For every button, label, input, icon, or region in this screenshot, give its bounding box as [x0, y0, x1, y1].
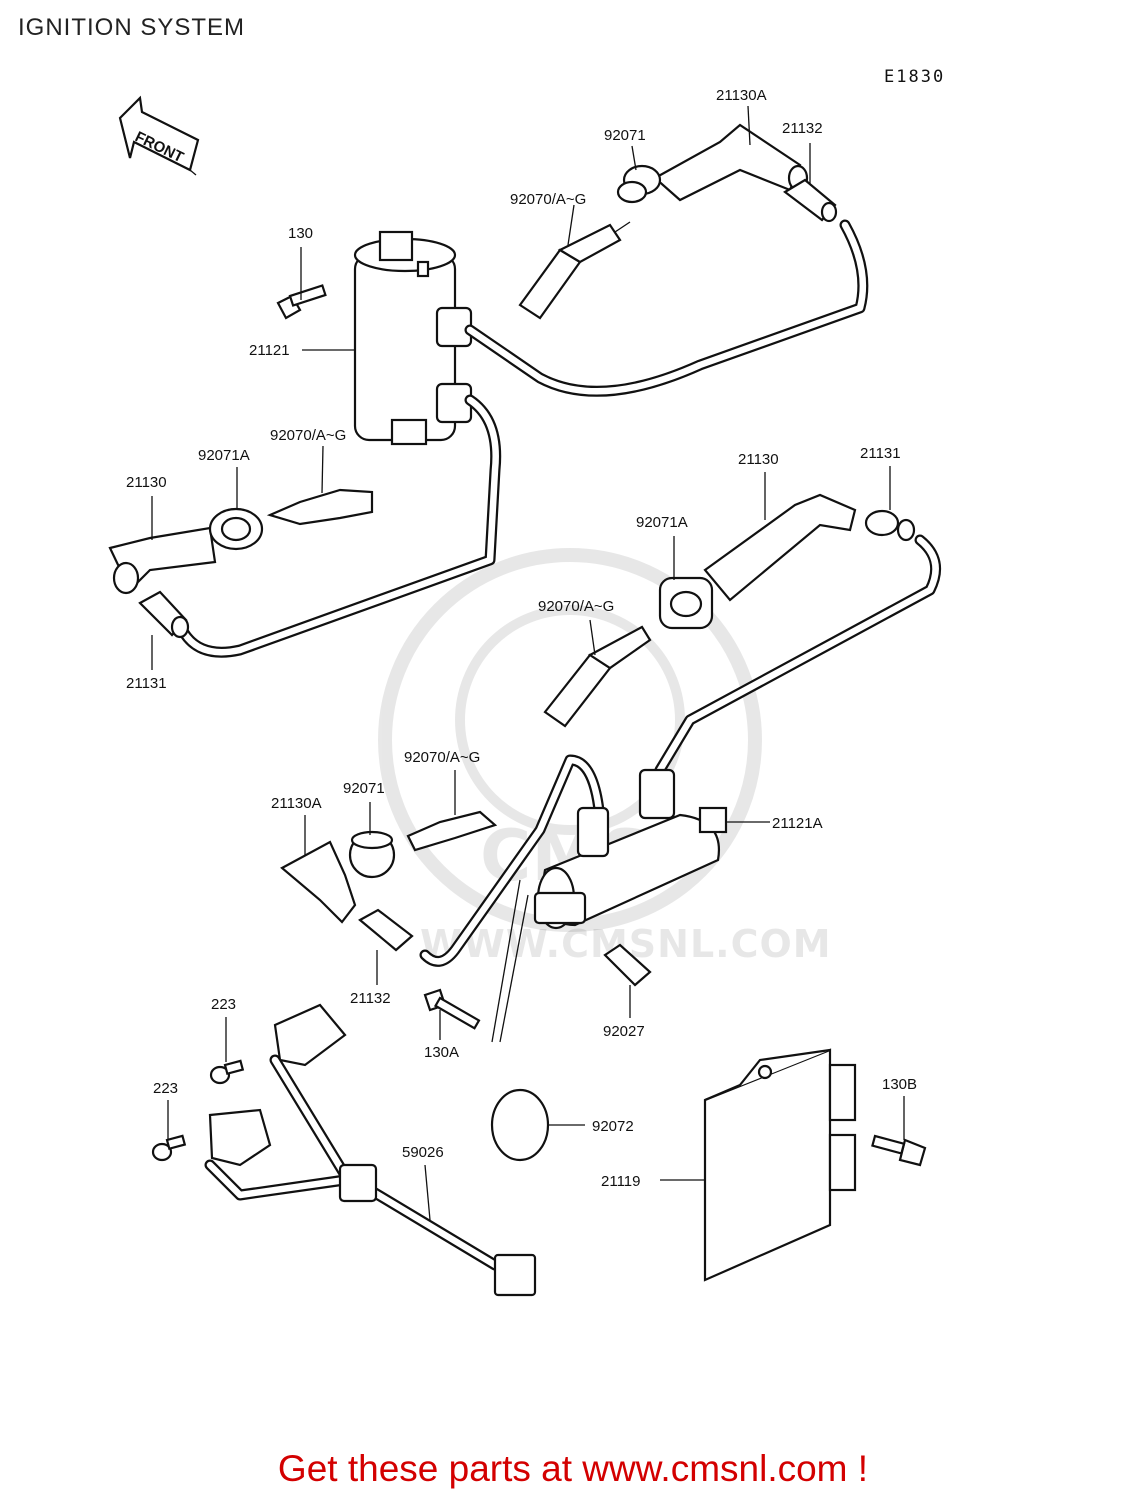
- screw-223-lower: [151, 1134, 187, 1162]
- part-label: 21130: [126, 474, 167, 491]
- part-label: 92071A: [636, 514, 688, 531]
- clamp-92072: [490, 1088, 550, 1162]
- screw-223-upper: [209, 1059, 245, 1085]
- seal-92071a-right: [658, 576, 714, 630]
- part-label: 223: [211, 996, 236, 1013]
- bolt-130: [276, 284, 327, 320]
- part-labels: 21130A 21132 92071 92070/A~G 130 21121 9…: [126, 87, 917, 1190]
- part-label: 92070/A~G: [404, 749, 480, 766]
- ignition-coil-21121a: [533, 768, 728, 930]
- part-label: 21131: [860, 445, 901, 462]
- part-label: 92070/A~G: [510, 191, 586, 208]
- footer-promo-text[interactable]: Get these parts at www.cmsnl.com !: [277, 1448, 869, 1489]
- leader-lines: [151, 105, 905, 1221]
- spark-plug-upper: [518, 221, 631, 320]
- spark-plug-lower: [406, 810, 498, 852]
- part-label: 92070/A~G: [270, 427, 346, 444]
- cap-21131-right: [864, 509, 916, 542]
- part-label: 92072: [592, 1118, 634, 1135]
- high-tension-wire-lower: [419, 754, 606, 967]
- diagram-code: E1830: [884, 67, 946, 87]
- spark-plug-left: [266, 488, 374, 526]
- part-label: 21121A: [772, 815, 823, 832]
- part-label: 223: [153, 1080, 178, 1097]
- bolt-130b: [871, 1134, 927, 1167]
- part-label: 21132: [350, 990, 391, 1007]
- igniter-21119: [703, 1048, 857, 1282]
- part-label: 92070/A~G: [538, 598, 614, 615]
- part-label: 21119: [601, 1173, 641, 1190]
- part-label: 130A: [424, 1044, 459, 1061]
- spacer-92027: [603, 943, 652, 987]
- part-label: 130B: [882, 1076, 917, 1093]
- high-tension-wire-right: [654, 534, 942, 776]
- part-label: 92071A: [198, 447, 250, 464]
- cap-21132-upper: [783, 178, 838, 223]
- part-label: 21121: [249, 342, 290, 359]
- part-label: 92027: [603, 1023, 645, 1040]
- bolt-130a: [423, 988, 481, 1030]
- high-tension-wire-left: [174, 394, 502, 658]
- pickup-coil-upper: [273, 1003, 347, 1067]
- plug-cap-21130a-lower: [280, 840, 357, 924]
- high-tension-wire-upper: [464, 219, 869, 397]
- seal-92071-lower: [348, 830, 396, 879]
- part-label: 130: [288, 225, 313, 242]
- part-label: 92071: [604, 127, 646, 144]
- plug-cap-21130-left: [108, 526, 217, 595]
- spark-plug-right: [543, 625, 652, 728]
- seal-92071-upper: [616, 164, 662, 204]
- front-arrow-icon: FRONT: [118, 95, 200, 176]
- part-label: 59026: [402, 1144, 444, 1161]
- part-label: 21132: [782, 120, 823, 137]
- part-label: 21130A: [716, 87, 767, 104]
- part-label: 21131: [126, 675, 167, 692]
- cap-21131-left: [138, 590, 190, 639]
- part-label: 92071: [343, 780, 385, 797]
- ignition-coil-21121: [353, 230, 473, 446]
- part-label: 21130: [738, 451, 779, 468]
- wire-harness-59026: [204, 1054, 537, 1297]
- cap-21132-lower: [358, 908, 414, 952]
- seal-92071a-left: [208, 507, 264, 551]
- pickup-coil-lower: [208, 1108, 272, 1167]
- plug-cap-21130-right: [703, 493, 857, 602]
- part-label: 21130A: [271, 795, 322, 812]
- diagram-title: IGNITION SYSTEM: [18, 14, 246, 41]
